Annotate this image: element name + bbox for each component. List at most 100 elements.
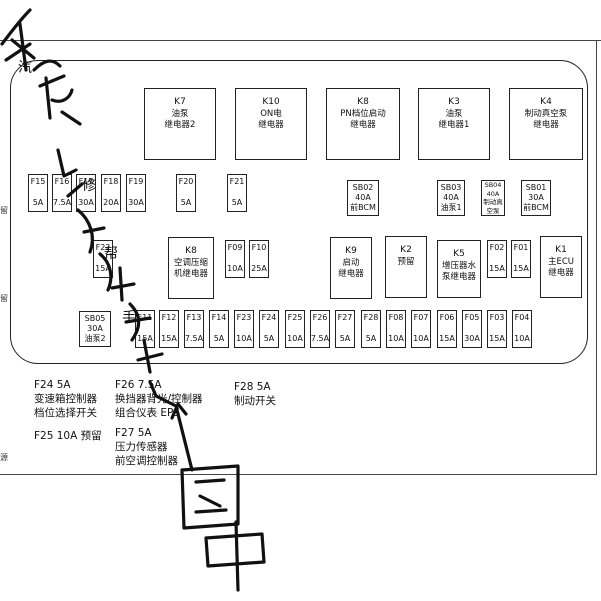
fuse-f20[interactable]: F20 5A [176,174,196,212]
sb-id: SB03 [440,183,462,192]
fuse-rating: 10A [514,334,530,343]
slow-blow-sb05[interactable]: SB05 30A 油泵2 [79,311,111,347]
fuse-f12[interactable]: F12 15A [159,310,179,348]
relay-id: K7 [174,97,186,107]
relay-label: 继电器2 [164,120,196,130]
fuse-rating: 10A [227,264,243,273]
fuse-id: F13 [186,313,202,322]
relay-k9[interactable]: K9 启动 继电器 [330,237,372,299]
slow-blow-sb02[interactable]: SB02 40A 前BCM [347,180,379,216]
sb-rating: 40A [443,193,459,202]
watermark-char: 手 [122,310,136,326]
watermark-chars: 汽 修 帮 手 [18,60,136,326]
fuse-f04[interactable]: F04 10A [512,310,532,348]
watermark-char: 修 [82,178,96,194]
note-f28: F28 5A 制动开关 [234,380,276,408]
watermark-char: 汽 [18,60,32,76]
relay-k7[interactable]: K7 油泵 继电器2 [144,88,216,160]
fuse-rating: 30A [128,198,144,207]
relay-id: K1 [555,245,567,255]
fuse-f15[interactable]: F15 5A [28,174,48,212]
relay-id: K2 [400,245,412,255]
note-line: 组合仪表 EPS [115,407,180,419]
relay-id: K5 [453,249,465,259]
fuse-f07[interactable]: F07 10A [411,310,431,348]
fuse-id: F27 [337,313,353,322]
fuse-rating: 30A [78,198,94,207]
edge-label: 源 [0,453,8,462]
fuse-rating: 7.5A [52,198,72,207]
fuse-box-outline [10,60,588,364]
fuse-id: F21 [229,177,245,186]
fuse-rating: 15A [161,334,177,343]
fuse-f02[interactable]: F02 15A [487,240,507,278]
fuse-f08[interactable]: F08 10A [386,310,406,348]
note-line: F28 5A [234,381,271,393]
fuse-f06[interactable]: F06 15A [437,310,457,348]
fuse-f10[interactable]: F10 25A [249,240,269,278]
outer-frame-line [596,40,597,474]
relay-label: 机继电器 [173,269,208,279]
fuse-id: F28 [363,313,379,322]
sb-rating: 40A [355,193,371,202]
fuse-id: F06 [439,313,455,322]
fuse-id: F04 [514,313,530,322]
note-line: 变速箱控制器 [34,393,97,405]
relay-k5[interactable]: K5 增压器水 泵继电器 [437,240,481,298]
fuse-f24[interactable]: F24 5A [259,310,279,348]
sb-label: 制动真 [483,198,503,206]
relay-label: 油泵 [171,109,189,119]
relay-label: 继电器 [258,120,284,130]
relay-id: K3 [448,97,460,107]
relay-id: K9 [345,246,357,256]
fuse-id: F09 [227,243,243,252]
fuse-f13[interactable]: F13 7.5A [184,310,204,348]
note-f24: F24 5A 变速箱控制器 档位选择开关 [34,378,97,420]
relay-id: K8 [357,97,369,107]
relay-label: 启动 [342,258,360,268]
fuse-id: F12 [161,313,177,322]
fuse-f18[interactable]: F18 20A [101,174,121,212]
fuse-id: F22 [95,243,111,252]
fuse-id: F25 [287,313,303,322]
relay-k8-ac[interactable]: K8 空调压缩 机继电器 [168,237,214,299]
slow-blow-sb04[interactable]: SB04 40A 制动真 空泵 [481,180,505,216]
relay-k2[interactable]: K2 预留 [385,236,427,298]
relay-k8-pn[interactable]: K8 PN档位启动 继电器 [326,88,400,160]
fuse-f14[interactable]: F14 5A [209,310,229,348]
relay-k4[interactable]: K4 制动真空泵 继电器 [509,88,583,160]
fuse-id: F10 [251,243,267,252]
sb-id: SB04 [484,181,502,189]
relay-label: 继电器 [350,120,376,130]
relay-k1[interactable]: K1 主ECU 继电器 [540,236,582,298]
fuse-rating: 5A [213,334,225,343]
slow-blow-sb01[interactable]: SB01 30A 前BCM [521,180,551,216]
relay-k3[interactable]: K3 油泵 继电器1 [418,88,490,160]
fuse-f03[interactable]: F03 15A [487,310,507,348]
fuse-rating: 15A [513,264,529,273]
fuse-id: F20 [178,177,194,186]
fuse-f23[interactable]: F23 10A [234,310,254,348]
relay-label: 继电器 [533,120,559,130]
relay-k10[interactable]: K10 ON电 继电器 [235,88,307,160]
fuse-f21[interactable]: F21 5A [227,174,247,212]
fuse-rating: 15A [489,264,505,273]
fuse-f28[interactable]: F28 5A [361,310,381,348]
fuse-id: F03 [489,313,505,322]
relay-label: 增压器水 [441,261,476,271]
fuse-f27[interactable]: F27 5A [335,310,355,348]
relay-label: 继电器 [338,269,364,279]
note-line: 档位选择开关 [34,407,97,419]
slow-blow-sb03[interactable]: SB03 40A 油泵1 [437,180,465,216]
fuse-f05[interactable]: F05 30A [462,310,482,348]
fuse-f01[interactable]: F01 15A [511,240,531,278]
note-line: F25 10A 预留 [34,430,102,442]
relay-id: K10 [262,97,280,107]
fuse-f25[interactable]: F25 10A [285,310,305,348]
fuse-f26[interactable]: F26 7.5A [310,310,330,348]
fuse-f09[interactable]: F09 10A [225,240,245,278]
fuse-id: F26 [312,313,328,322]
fuse-f19[interactable]: F19 30A [126,174,146,212]
relay-label: 继电器 [548,268,574,278]
